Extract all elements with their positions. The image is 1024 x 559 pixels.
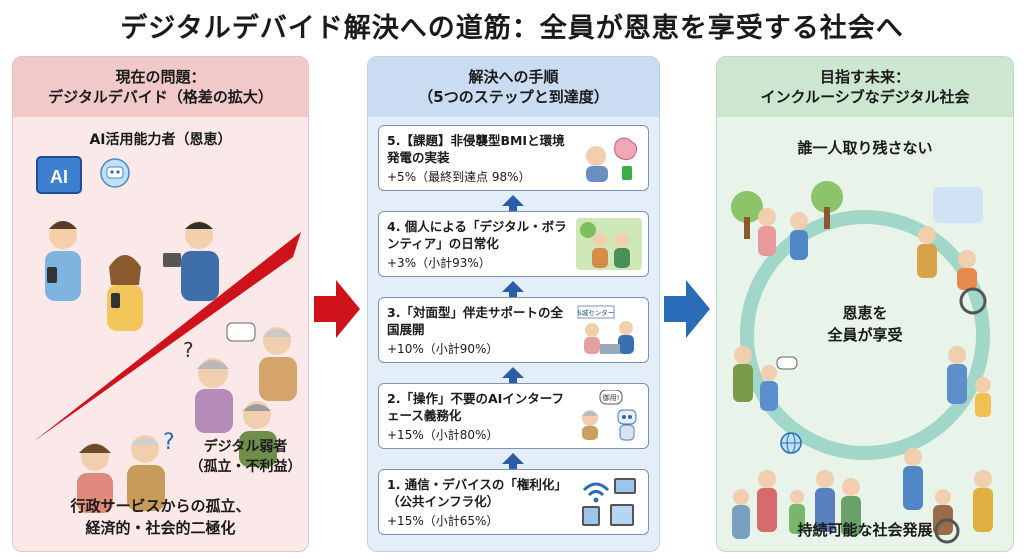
benefit-center-label: 恩恵を 全員が享受 [815,302,915,346]
service-center-sign: S城センター [578,308,615,317]
page-title: デジタルデバイド解決への道筋：全員が恩恵を享受する社会へ [120,13,904,44]
bottom-crowd [732,448,993,544]
globe-icon [780,432,802,454]
solution-header-line2: （5つのステップと到達度） [418,88,609,106]
devices-icon [582,478,636,526]
ai-user-person-3 [163,221,219,301]
divide-illustration: AI [33,156,301,513]
problem-header-line1: 現在の問題： [115,68,206,86]
elder-person-3 [239,401,277,467]
problem-header-line2: デジタルデバイド（格差の拡大） [48,88,273,106]
brain-icon [586,137,638,182]
solution-header-line1: 解決への手順 [468,68,559,86]
benefit-center-line1: 恩恵を [842,304,888,322]
elder-person-1 [195,358,233,433]
robot-icon [100,158,130,188]
ai-user-person-1 [45,221,81,301]
future-panel: 目指す未来： インクルーシブなデジタル社会 誰一人取り残さない [716,56,1014,552]
step-4-title: 4. 個人による「デジタル・ボランティア」の日常化 [387,219,567,251]
blue-arrow-icon [664,280,710,338]
problem-panel: 現在の問題： デジタルデバイド（格差の拡大） AI活用能力者（恩恵） AI [12,56,309,552]
no-one-left-behind-label: 誰一人取り残さない [797,139,933,157]
problem-footer: 行政サービスからの孤立、 経済的・社会的二極化 [13,495,308,539]
up-arrow-icon [502,453,524,475]
weak-label-line2: （孤立・不利益） [189,459,302,475]
ai-user-person-2 [107,255,143,331]
step-3-progress: +10%（小計90%） [387,342,499,356]
red-arrow-icon [314,280,360,338]
elder-person-4 [77,443,113,513]
step-2: 2.「操作」不要のAIインターフェース義務化 +15%（小計80%） 御用! [378,383,649,449]
step-4: 4. 個人による「デジタル・ボランティア」の日常化 +3%（小計93%） [378,211,649,277]
wheelchair-scene [917,187,987,315]
empty-speech-bubble-icon [226,322,256,342]
up-arrow-icon [502,195,524,217]
support-desk-icon: S城センター [577,305,634,354]
robot-speech-bubble: 御用! [603,393,620,402]
sustainable-footer: 持続可能な社会発展 [797,521,933,539]
step-2-progress: +15%（小計80%） [387,428,499,442]
robot-icon: 御用! [582,390,637,441]
step-3: 3.「対面型」伴走サポートの全国展開 +10%（小計90%） S城センター [378,297,649,363]
elder-person-2 [259,327,297,401]
future-header-line1: 目指す未来： [819,68,910,86]
community-ring [740,210,990,460]
problem-footer-line2: 経済的・社会的二極化 [85,519,236,537]
step-1: 1. 通信・デバイスの「権利化」（公共インフラ化） +15%（小計65%） [378,469,649,535]
right-people [947,346,991,417]
up-arrow-icon [502,367,524,389]
question-mark-icon-2: ? [163,430,175,455]
question-mark-icon: ? [183,338,194,362]
step-2-title: 2.「操作」不要のAIインターフェース義務化 [387,391,565,423]
step-5-progress: +5%（最終到達点 98%） [387,170,531,184]
step-4-progress: +3%（小計93%） [387,256,491,270]
ai-screen-icon: AI [36,156,82,194]
step-3-title: 3.「対面型」伴走サポートの全国展開 [387,305,563,337]
step-5-title: 5.【課題】非侵襲型BMIと環境発電の実装 [387,133,565,165]
left-people [733,346,798,411]
future-header: 目指す未来： インクルーシブなデジタル社会 [717,57,1013,117]
elder-person-5 [127,435,165,511]
up-arrow-icon [502,281,524,303]
solution-panel: 解決への手順 （5つのステップと到達度） 5.【課題】非侵襲型BMIと環境発電の… [367,56,660,552]
park-scene [731,181,843,260]
step-1-progress: +15%（小計65%） [387,514,499,528]
weak-label: デジタル弱者 （孤立・不利益） [183,437,308,477]
ai-screen-text: AI [50,167,68,187]
problem-footer-line1: 行政サービスからの孤立、 [70,497,251,515]
future-header-line2: インクルーシブなデジタル社会 [760,88,970,106]
beneficiaries-label: AI活用能力者（恩恵） [89,132,232,148]
solution-header: 解決への手順 （5つのステップと到達度） [368,57,659,117]
step-1-title: 1. 通信・デバイスの「権利化」（公共インフラ化） [387,477,567,509]
inclusive-society-illustration [731,181,993,544]
weak-label-line1: デジタル弱者 [203,439,288,455]
benefit-center-line2: 全員が享受 [827,326,903,344]
step-5: 5.【課題】非侵襲型BMIと環境発電の実装 +5%（最終到達点 98%） [378,125,649,191]
volunteer-icon [576,218,642,270]
problem-header: 現在の問題： デジタルデバイド（格差の拡大） [13,57,308,117]
divide-line [33,232,301,442]
